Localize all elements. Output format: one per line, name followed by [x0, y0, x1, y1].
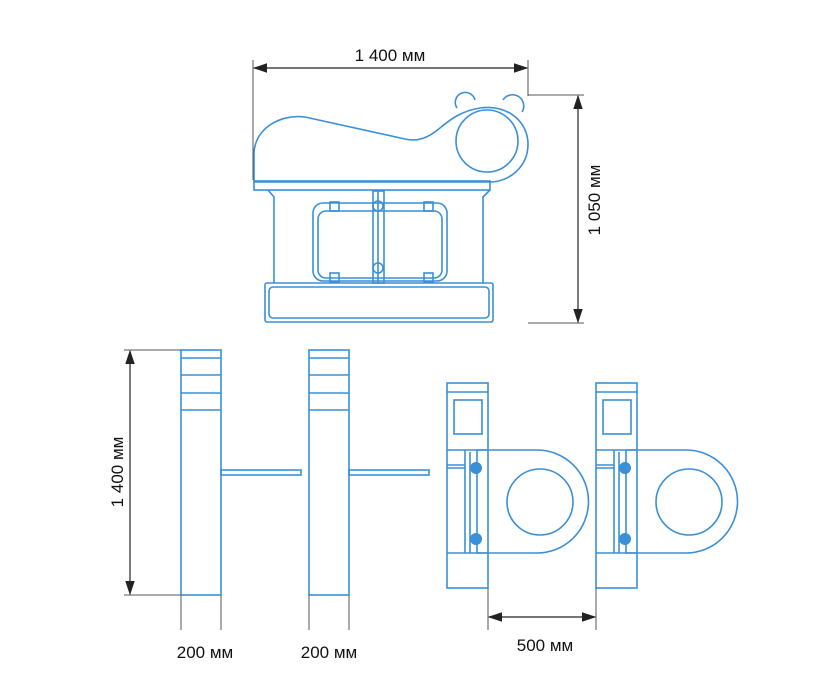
frame-outer — [312, 202, 448, 282]
frame-inner — [317, 210, 443, 279]
plan-view-unit-2 — [595, 382, 739, 589]
side-view-post-1 — [180, 349, 302, 596]
passage-width-label: 500 мм — [517, 636, 573, 655]
housing-top — [253, 106, 529, 183]
knob-icon — [470, 533, 482, 545]
plan-view-unit-1 — [446, 382, 590, 589]
side-height-label: 1 400 мм — [108, 437, 127, 508]
knob-icon — [470, 462, 482, 474]
post2-width-label: 200 мм — [301, 643, 357, 662]
ear-right — [502, 93, 525, 113]
front-view-turnstile — [253, 91, 529, 323]
side-view-post-2 — [308, 349, 430, 596]
height-label: 1 050 мм — [585, 165, 604, 236]
post1-width-label: 200 мм — [177, 643, 233, 662]
width-label: 1 400 мм — [355, 46, 426, 65]
reader-circle — [455, 109, 519, 173]
knob-icon — [619, 533, 631, 545]
knob-icon — [619, 462, 631, 474]
base — [264, 282, 494, 323]
ear-left — [454, 91, 476, 109]
top-strip — [253, 180, 491, 191]
pedestal — [267, 189, 491, 283]
